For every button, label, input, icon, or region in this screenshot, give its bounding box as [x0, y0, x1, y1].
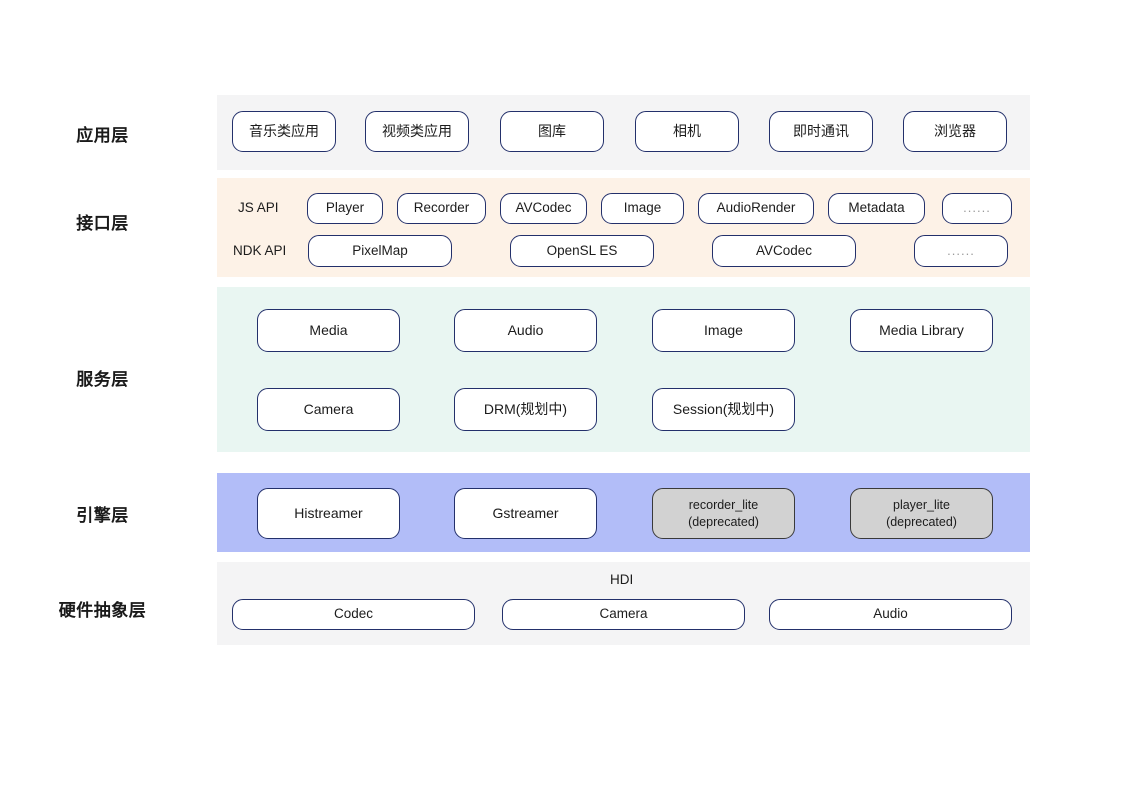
app-node-gallery[interactable]: 图库	[500, 111, 604, 152]
engine-node-player-lite[interactable]: player_lite (deprecated)	[850, 488, 993, 539]
app-node-video[interactable]: 视频类应用	[365, 111, 469, 152]
app-node-music[interactable]: 音乐类应用	[232, 111, 336, 152]
service-node-audio[interactable]: Audio	[454, 309, 597, 352]
iface-ndk-avcodec[interactable]: AVCodec	[712, 235, 856, 267]
iface-js-player[interactable]: Player	[307, 193, 383, 224]
app-node-camera[interactable]: 相机	[635, 111, 739, 152]
engine-node-gstreamer[interactable]: Gstreamer	[454, 488, 597, 539]
iface-ndk-pixelmap[interactable]: PixelMap	[308, 235, 452, 267]
engine-node-histreamer[interactable]: Histreamer	[257, 488, 400, 539]
layer-label-engine: 引擎层	[76, 506, 129, 525]
engine-node-player-lite-title: player_lite	[893, 497, 950, 512]
hal-node-audio[interactable]: Audio	[769, 599, 1012, 630]
iface-js-metadata[interactable]: Metadata	[828, 193, 925, 224]
engine-node-recorder-lite[interactable]: recorder_lite (deprecated)	[652, 488, 795, 539]
app-node-im[interactable]: 即时通讯	[769, 111, 873, 152]
engine-node-recorder-lite-title: recorder_lite	[688, 497, 759, 512]
iface-js-audiorender[interactable]: AudioRender	[698, 193, 814, 224]
hal-node-codec[interactable]: Codec	[232, 599, 475, 630]
service-node-session[interactable]: Session(规划中)	[652, 388, 795, 431]
iface-js-more[interactable]: ......	[942, 193, 1012, 224]
band-application	[217, 95, 1030, 170]
layer-label-hal: 硬件抽象层	[58, 601, 147, 620]
layer-label-interface: 接口层	[76, 214, 129, 233]
iface-js-avcodec[interactable]: AVCodec	[500, 193, 587, 224]
iface-ndk-opensles[interactable]: OpenSL ES	[510, 235, 654, 267]
api-tag-ndk: NDK API	[233, 243, 287, 258]
engine-node-recorder-lite-status: (deprecated)	[688, 514, 759, 529]
api-tag-js: JS API	[238, 200, 279, 215]
hdi-caption: HDI	[610, 572, 634, 587]
iface-js-recorder[interactable]: Recorder	[397, 193, 486, 224]
service-node-media-library[interactable]: Media Library	[850, 309, 993, 352]
layer-label-service: 服务层	[76, 370, 129, 389]
service-node-media[interactable]: Media	[257, 309, 400, 352]
iface-ndk-more[interactable]: ......	[914, 235, 1008, 267]
hal-node-camera[interactable]: Camera	[502, 599, 745, 630]
app-node-browser[interactable]: 浏览器	[903, 111, 1007, 152]
engine-node-player-lite-status: (deprecated)	[886, 514, 957, 529]
service-node-image[interactable]: Image	[652, 309, 795, 352]
service-node-drm[interactable]: DRM(规划中)	[454, 388, 597, 431]
service-node-camera[interactable]: Camera	[257, 388, 400, 431]
layer-label-application: 应用层	[76, 126, 129, 145]
iface-js-image[interactable]: Image	[601, 193, 684, 224]
